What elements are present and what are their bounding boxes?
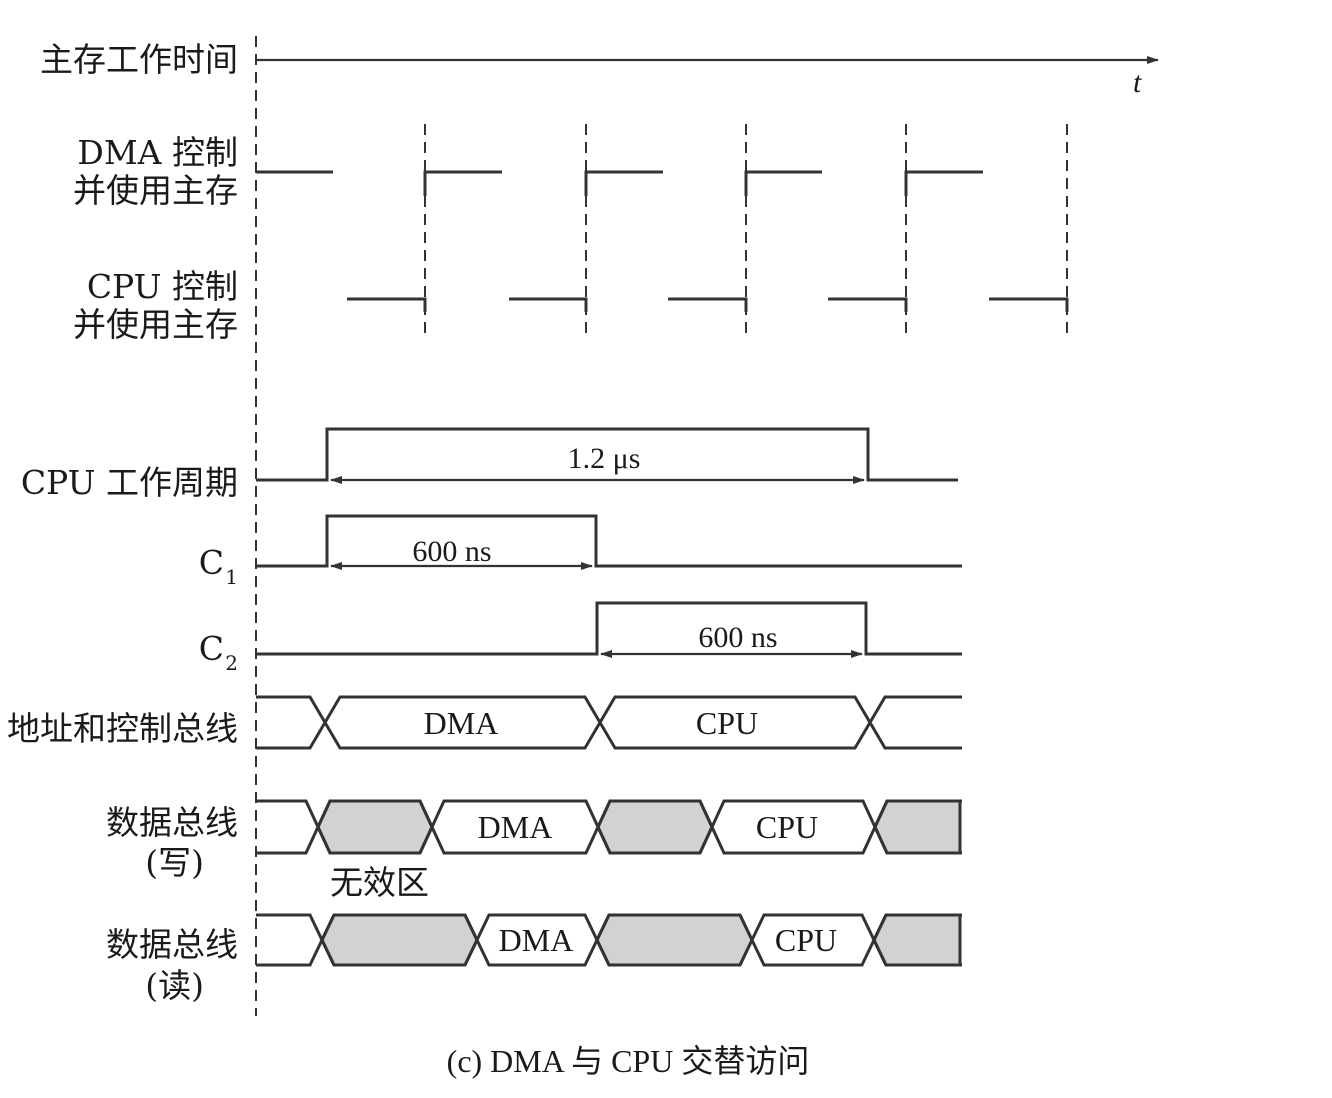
write-bus-cpu-label: CPU	[756, 809, 818, 845]
time-axis-symbol: t	[1133, 66, 1142, 99]
address-control-bus: DMA CPU	[256, 695, 962, 750]
cpu-cycle-waveform	[256, 427, 958, 482]
invalid-zone-shade	[596, 799, 714, 855]
bus-envelope-lower	[256, 695, 962, 750]
cpu-pulse	[509, 297, 588, 312]
label-dma-control-line1: DMA 控制	[77, 133, 238, 172]
label-c2-subscript: 2	[225, 651, 238, 675]
label-c1: C	[199, 543, 224, 582]
cpu-pulse	[828, 297, 908, 312]
write-bus-dma-label: DMA	[478, 809, 553, 845]
label-data-bus-read-line2: (读)	[145, 966, 204, 1005]
label-data-bus-write-line2: (写)	[145, 843, 204, 882]
c2-waveform	[256, 601, 962, 656]
invalid-zone-shade	[316, 799, 434, 855]
c1-waveform	[256, 514, 962, 568]
label-data-bus-write-line1: 数据总线	[106, 803, 238, 842]
label-cpu-control-line1: CPU 控制	[87, 267, 238, 306]
invalid-zone-label: 无效区	[330, 863, 429, 902]
label-data-bus-read-line1: 数据总线	[106, 925, 238, 964]
label-c2: C	[199, 629, 224, 668]
figure-caption: (c) DMA 与 CPU 交替访问	[447, 1043, 810, 1079]
addr-bus-dma-label: DMA	[424, 705, 499, 741]
dma-pulse	[744, 170, 822, 196]
invalid-zone-shade	[873, 799, 962, 855]
cpu-pulse	[989, 297, 1069, 312]
invalid-zone-shade	[320, 913, 479, 967]
bus-envelope-lower	[256, 913, 962, 967]
c2-duration-label: 600 ns	[698, 621, 777, 654]
label-cpu-control-line2: 并使用主存	[73, 305, 238, 344]
label-address-control-bus: 地址和控制总线	[7, 709, 238, 748]
dma-pulse	[584, 170, 663, 196]
read-bus-cpu-label: CPU	[775, 922, 837, 958]
label-dma-control-line2: 并使用主存	[73, 171, 238, 210]
data-bus-write: DMA CPU	[256, 799, 962, 855]
cpu-control-waveform	[347, 297, 1069, 312]
invalid-zone-shade	[872, 913, 962, 967]
dma-pulse	[423, 170, 502, 196]
cpu-pulse	[668, 297, 748, 312]
read-bus-dma-label: DMA	[499, 922, 574, 958]
cpu-pulse	[347, 297, 427, 312]
invalid-zone-shade	[595, 913, 754, 967]
label-main-memory-time: 主存工作时间	[40, 40, 238, 79]
bus-envelope-lower	[256, 799, 962, 855]
addr-bus-cpu-label: CPU	[696, 705, 758, 741]
data-bus-read: DMA CPU	[256, 913, 962, 967]
cpu-cycle-duration-label: 1.2 μs	[568, 442, 641, 475]
c1-duration-label: 600 ns	[412, 535, 491, 568]
dma-pulse	[904, 170, 983, 196]
dma-control-waveform	[256, 170, 983, 196]
label-cpu-cycle: CPU 工作周期	[21, 463, 238, 502]
label-c1-subscript: 1	[225, 565, 238, 589]
